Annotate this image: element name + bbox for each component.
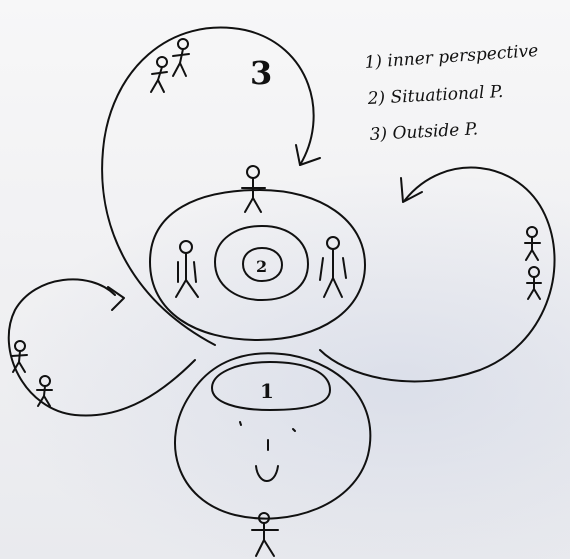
face-mouth (255, 465, 279, 482)
inner-perspective-head (174, 352, 372, 520)
participant-figure-right (319, 236, 347, 298)
participant-figure-left (175, 240, 199, 298)
face-eye-right (292, 428, 296, 432)
outside-perspective-loop (101, 26, 315, 346)
observer-figure-b (172, 38, 190, 77)
face-eye-left (239, 421, 242, 426)
situational-perspective-label: 2 (256, 257, 267, 276)
outside-perspective-label: 3 (250, 54, 272, 92)
situational-circle (149, 189, 366, 341)
legend-item-outside: 3) Outside P. (369, 119, 478, 145)
participant-figure-top (241, 165, 266, 213)
self-figure-bottom (251, 512, 279, 557)
observer-figure-d (526, 266, 542, 300)
right-loop-arrowhead (400, 177, 423, 203)
outside-loop-arrowhead (295, 144, 321, 166)
paper-shadow (0, 170, 570, 559)
observer-figure-a (150, 56, 168, 93)
left-perspective-loop (7, 278, 196, 417)
right-perspective-loop (319, 166, 556, 383)
situational-inner-ring (214, 225, 309, 301)
observer-figure-f (36, 375, 53, 407)
inner-perspective-label: 1 (260, 379, 274, 403)
left-loop-arrowhead (107, 286, 125, 311)
inner-perspective-brain (211, 361, 331, 411)
situational-core-ring (242, 247, 283, 282)
legend: 1) inner perspective 2) Situational P. 3… (364, 41, 539, 145)
observer-figure-e (11, 340, 28, 373)
observer-figure-c (524, 226, 541, 261)
legend-item-situational: 2) Situational P. (366, 82, 504, 109)
legend-item-inner: 1) inner perspective (364, 41, 539, 73)
